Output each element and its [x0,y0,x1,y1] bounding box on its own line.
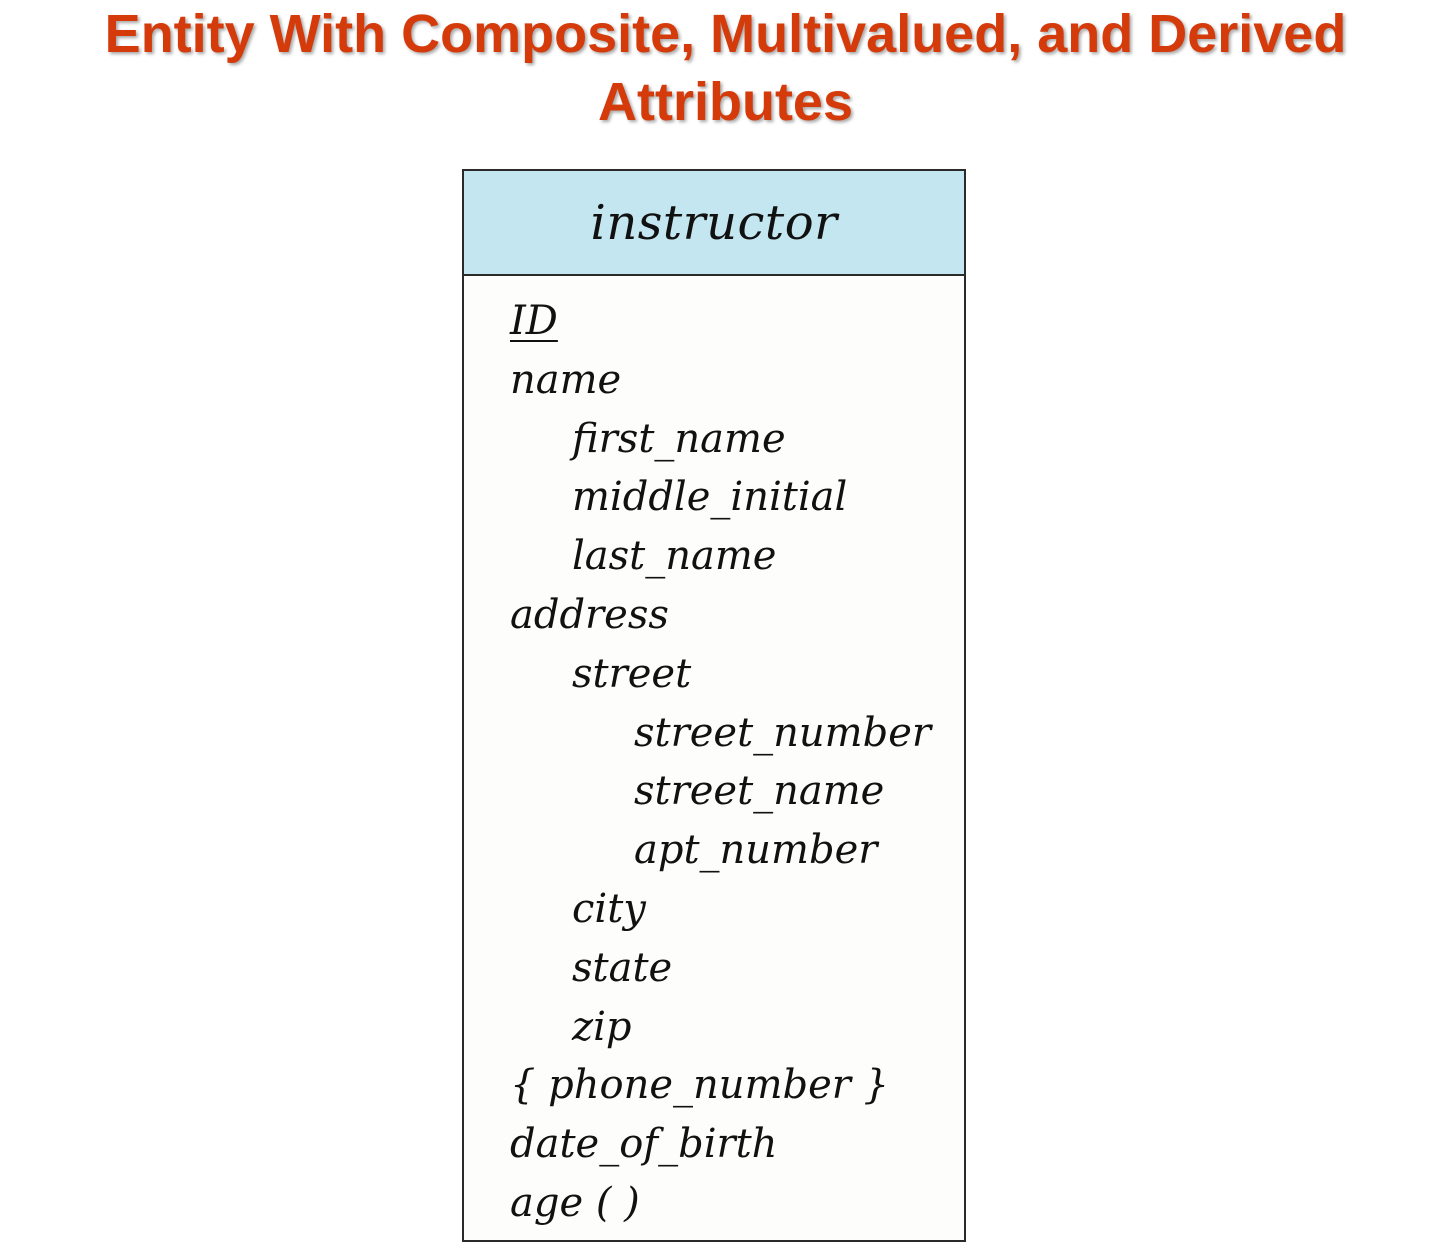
attribute-apt-number: apt_number [634,827,878,874]
attribute-last-name: last_name [572,533,777,580]
attribute-street-name: street_name [634,768,885,815]
entity-box: instructor ID name first_name middle_ini… [462,169,966,1242]
attribute-phone-number: { phone_number } [510,1062,890,1109]
entity-name: instructor [590,194,838,251]
attribute-street-number: street_number [634,709,931,756]
page-title: Entity With Composite, Multivalued, and … [0,0,1451,136]
attribute-middle-initial: middle_initial [572,474,848,521]
attribute-age: age ( ) [510,1179,640,1226]
attribute-id: ID [510,298,558,344]
attribute-street: street [572,650,692,697]
title-line-1: Entity With Composite, Multivalued, and … [104,4,1347,64]
attribute-address: address [510,591,669,638]
entity-header: instructor [464,171,964,276]
attribute-city: city [572,885,646,932]
attribute-name: name [510,356,622,403]
title-line-2: Attributes [598,72,853,132]
attribute-date-of-birth: date_of_birth [510,1121,778,1168]
attribute-list: ID name first_name middle_initial last_n… [464,292,964,1233]
attribute-first-name: first_name [572,415,786,462]
attribute-state: state [572,944,673,991]
attribute-zip: zip [572,1003,632,1050]
